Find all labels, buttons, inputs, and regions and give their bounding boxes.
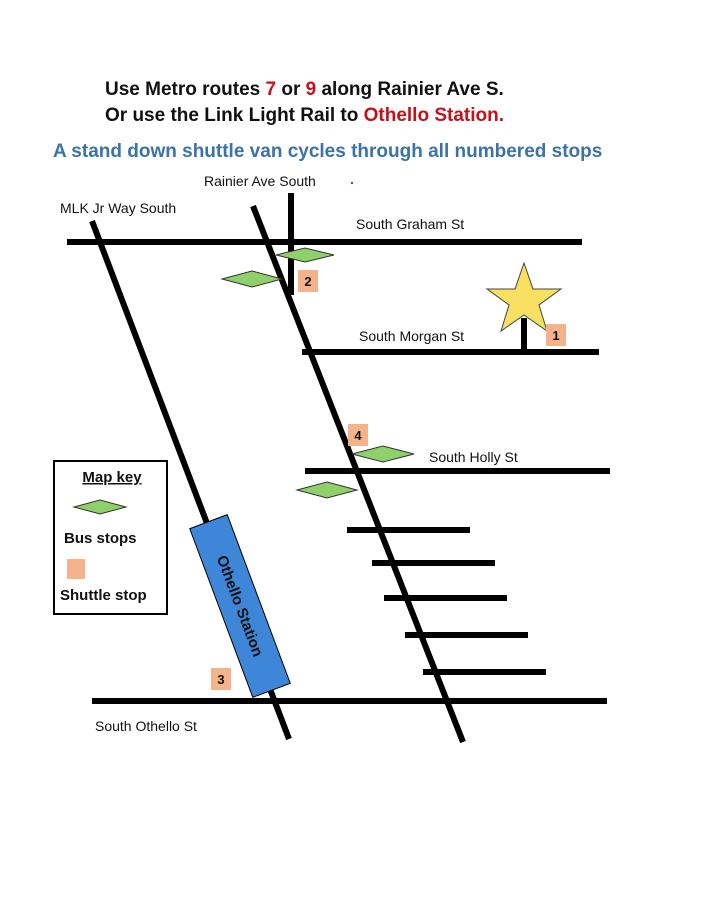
street-label-holly: South Holly St [429,449,518,465]
route-7: 7 [265,79,277,100]
diamond-icon [295,481,359,499]
station-box [189,514,291,698]
map-key-bus-stops: Bus stops [64,530,137,547]
map-key-title: Map key [82,469,142,486]
othello-station: Othello Station [189,514,291,698]
square-icon [298,270,318,292]
shuttle-stop-1: 1 [546,324,566,346]
map-key-box [53,460,168,615]
instruction-text: or [276,79,306,100]
diamond-icon [220,270,284,288]
route-9: 9 [305,79,317,100]
shuttle-stop-number: 2 [304,274,311,289]
shuttle-stop-number: 1 [552,328,559,343]
instruction-text: Use Metro routes [105,79,266,100]
star-icon [485,261,563,333]
instruction-line-2: Or use the Link Light Rail to Othello St… [105,105,504,127]
shuttle-stop-3: 3 [211,668,231,690]
instruction-text: along Rainier Ave S. [316,79,504,100]
shuttle-notice: A stand down shuttle van cycles through … [53,141,603,162]
instruction-text: Or use the Link Light Rail to [105,105,364,126]
shuttle-stop-number: 3 [217,672,224,687]
shuttle-stop-2: 2 [298,270,318,292]
street-label-graham: South Graham St [356,216,464,232]
street-label-othello: South Othello St [95,718,197,734]
map-key-shuttle-stop: Shuttle stop [60,587,147,604]
instruction-line-1: Use Metro routes 7 or 9 along Rainier Av… [105,79,504,101]
street-label-mlk: MLK Jr Way South [60,200,176,216]
square-icon [546,324,566,346]
map-key: Map key Bus stops Shuttle stop [53,460,168,615]
square-icon [348,424,368,446]
diamond-icon [275,247,335,263]
shuttle-stop-4: 4 [348,424,368,446]
diamond-icon [351,445,415,463]
diamond-icon [72,499,128,515]
street-label-rainier: Rainier Ave South [204,173,316,189]
dot-mark [350,181,354,185]
street-label-morgan: South Morgan St [359,328,464,344]
shuttle-stop-number: 4 [354,428,362,443]
station-name: Othello Station. [363,105,505,126]
square-icon [211,668,231,690]
square-icon [67,559,85,579]
